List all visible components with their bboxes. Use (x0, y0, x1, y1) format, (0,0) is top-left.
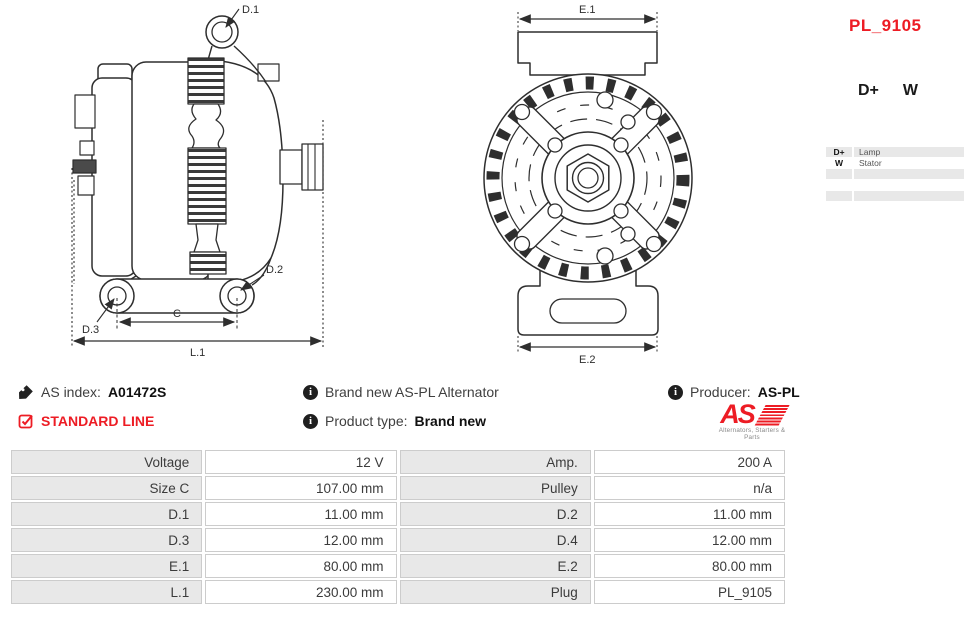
spec-label: Pulley (399, 476, 591, 500)
spec-value: 80.00 mm (593, 554, 785, 578)
terminal-labels: D+ W (858, 82, 918, 100)
spec-value: PL_9105 (593, 580, 785, 604)
spec-value: 230.00 mm (205, 580, 397, 604)
legend-row: D+ Lamp (826, 147, 964, 157)
spec-row: L.1 230.00 mm Plug PL_9105 (11, 580, 785, 604)
legend-row (826, 180, 964, 190)
spec-table: Voltage 12 V Amp. 200 A Size C 107.00 mm… (8, 448, 788, 606)
part-number: PL_9105 (849, 16, 922, 35)
spec-value: n/a (593, 476, 785, 500)
legend-desc (854, 191, 964, 201)
spec-row: E.1 80.00 mm E.2 80.00 mm (11, 554, 785, 578)
terminal-legend-table: D+ Lamp W Stator (824, 146, 966, 202)
spec-row: D.3 12.00 mm D.4 12.00 mm (11, 528, 785, 552)
spec-label: E.1 (11, 554, 203, 578)
as-index-label: AS index: (41, 384, 101, 400)
info-icon: i (303, 413, 318, 429)
spec-value: 12.00 mm (593, 528, 785, 552)
info-icon: i (303, 384, 318, 400)
spec-label: Plug (399, 580, 591, 604)
spec-label: Amp. (399, 450, 591, 474)
product-type-item: i Product type: Brand new (303, 413, 486, 429)
product-type-value: Brand new (414, 413, 487, 429)
legend-row: W Stator (826, 158, 964, 168)
spec-value: 11.00 mm (593, 502, 785, 526)
standard-line-item: STANDARD LINE (18, 413, 154, 429)
legend-row (826, 169, 964, 179)
spec-value: 12 V (205, 450, 397, 474)
spec-label: D.4 (399, 528, 591, 552)
spec-value: 12.00 mm (205, 528, 397, 552)
description-item: i Brand new AS-PL Alternator (303, 384, 499, 400)
standard-line-label: STANDARD LINE (41, 413, 155, 429)
legend-desc (854, 180, 964, 190)
as-index-item: AS index: A01472S (18, 384, 166, 400)
spec-label: D.2 (399, 502, 591, 526)
spec-value: 107.00 mm (205, 476, 397, 500)
logo-stripes-icon (754, 405, 790, 426)
spec-row: Size C 107.00 mm Pulley n/a (11, 476, 785, 500)
spec-value: 200 A (593, 450, 785, 474)
terminal-w: W (902, 82, 919, 99)
front-view-drawing: E.1 E.2 (483, 4, 693, 366)
spec-row: Voltage 12 V Amp. 200 A (11, 450, 785, 474)
legend-desc (854, 169, 964, 179)
side-view-drawing: D.1 D.2 D.3 C L.1 (71, 4, 324, 359)
as-index-value: A01472S (107, 384, 167, 400)
producer-label: Producer: (690, 384, 751, 400)
checkbox-checked-icon (18, 414, 33, 429)
spec-value: 11.00 mm (205, 502, 397, 526)
spec-label: E.2 (399, 554, 591, 578)
spec-label: L.1 (11, 580, 203, 604)
legend-row (826, 191, 964, 201)
dim-label-c: C (173, 308, 181, 320)
legend-terminal (826, 191, 852, 201)
producer-value: AS-PL (757, 384, 800, 400)
legend-terminal (826, 169, 852, 179)
terminal-dplus: D+ (858, 82, 879, 99)
producer-item: i Producer: AS-PL (668, 384, 800, 400)
logo-tagline: Alternators, Starters & Parts (718, 427, 786, 441)
tag-icon (19, 385, 33, 399)
legend-desc: Lamp (854, 147, 964, 157)
description-text: Brand new AS-PL Alternator (325, 384, 499, 400)
legend-terminal: W (834, 158, 844, 168)
spec-label: Voltage (11, 450, 203, 474)
legend-desc: Stator (859, 158, 882, 168)
legend-terminal: D+ (826, 147, 852, 157)
spec-value: 80.00 mm (205, 554, 397, 578)
spec-label: Size C (11, 476, 203, 500)
dim-label-e2: E.2 (579, 354, 596, 366)
spec-label: D.1 (11, 502, 203, 526)
spec-row: D.1 11.00 mm D.2 11.00 mm (11, 502, 785, 526)
dim-label-d3: D.3 (82, 324, 99, 336)
as-pl-logo: AS Alternators, Starters & Parts (710, 400, 794, 441)
logo-text: AS (720, 399, 755, 429)
info-icon: i (668, 384, 683, 400)
dim-label-l1: L.1 (190, 347, 205, 359)
legend-terminal (826, 180, 852, 190)
spec-label: D.3 (11, 528, 203, 552)
dim-label-e1: E.1 (579, 4, 596, 16)
product-type-label: Product type: (325, 413, 408, 429)
dim-label-d1: D.1 (242, 4, 259, 16)
dim-label-d2: D.2 (266, 264, 283, 276)
